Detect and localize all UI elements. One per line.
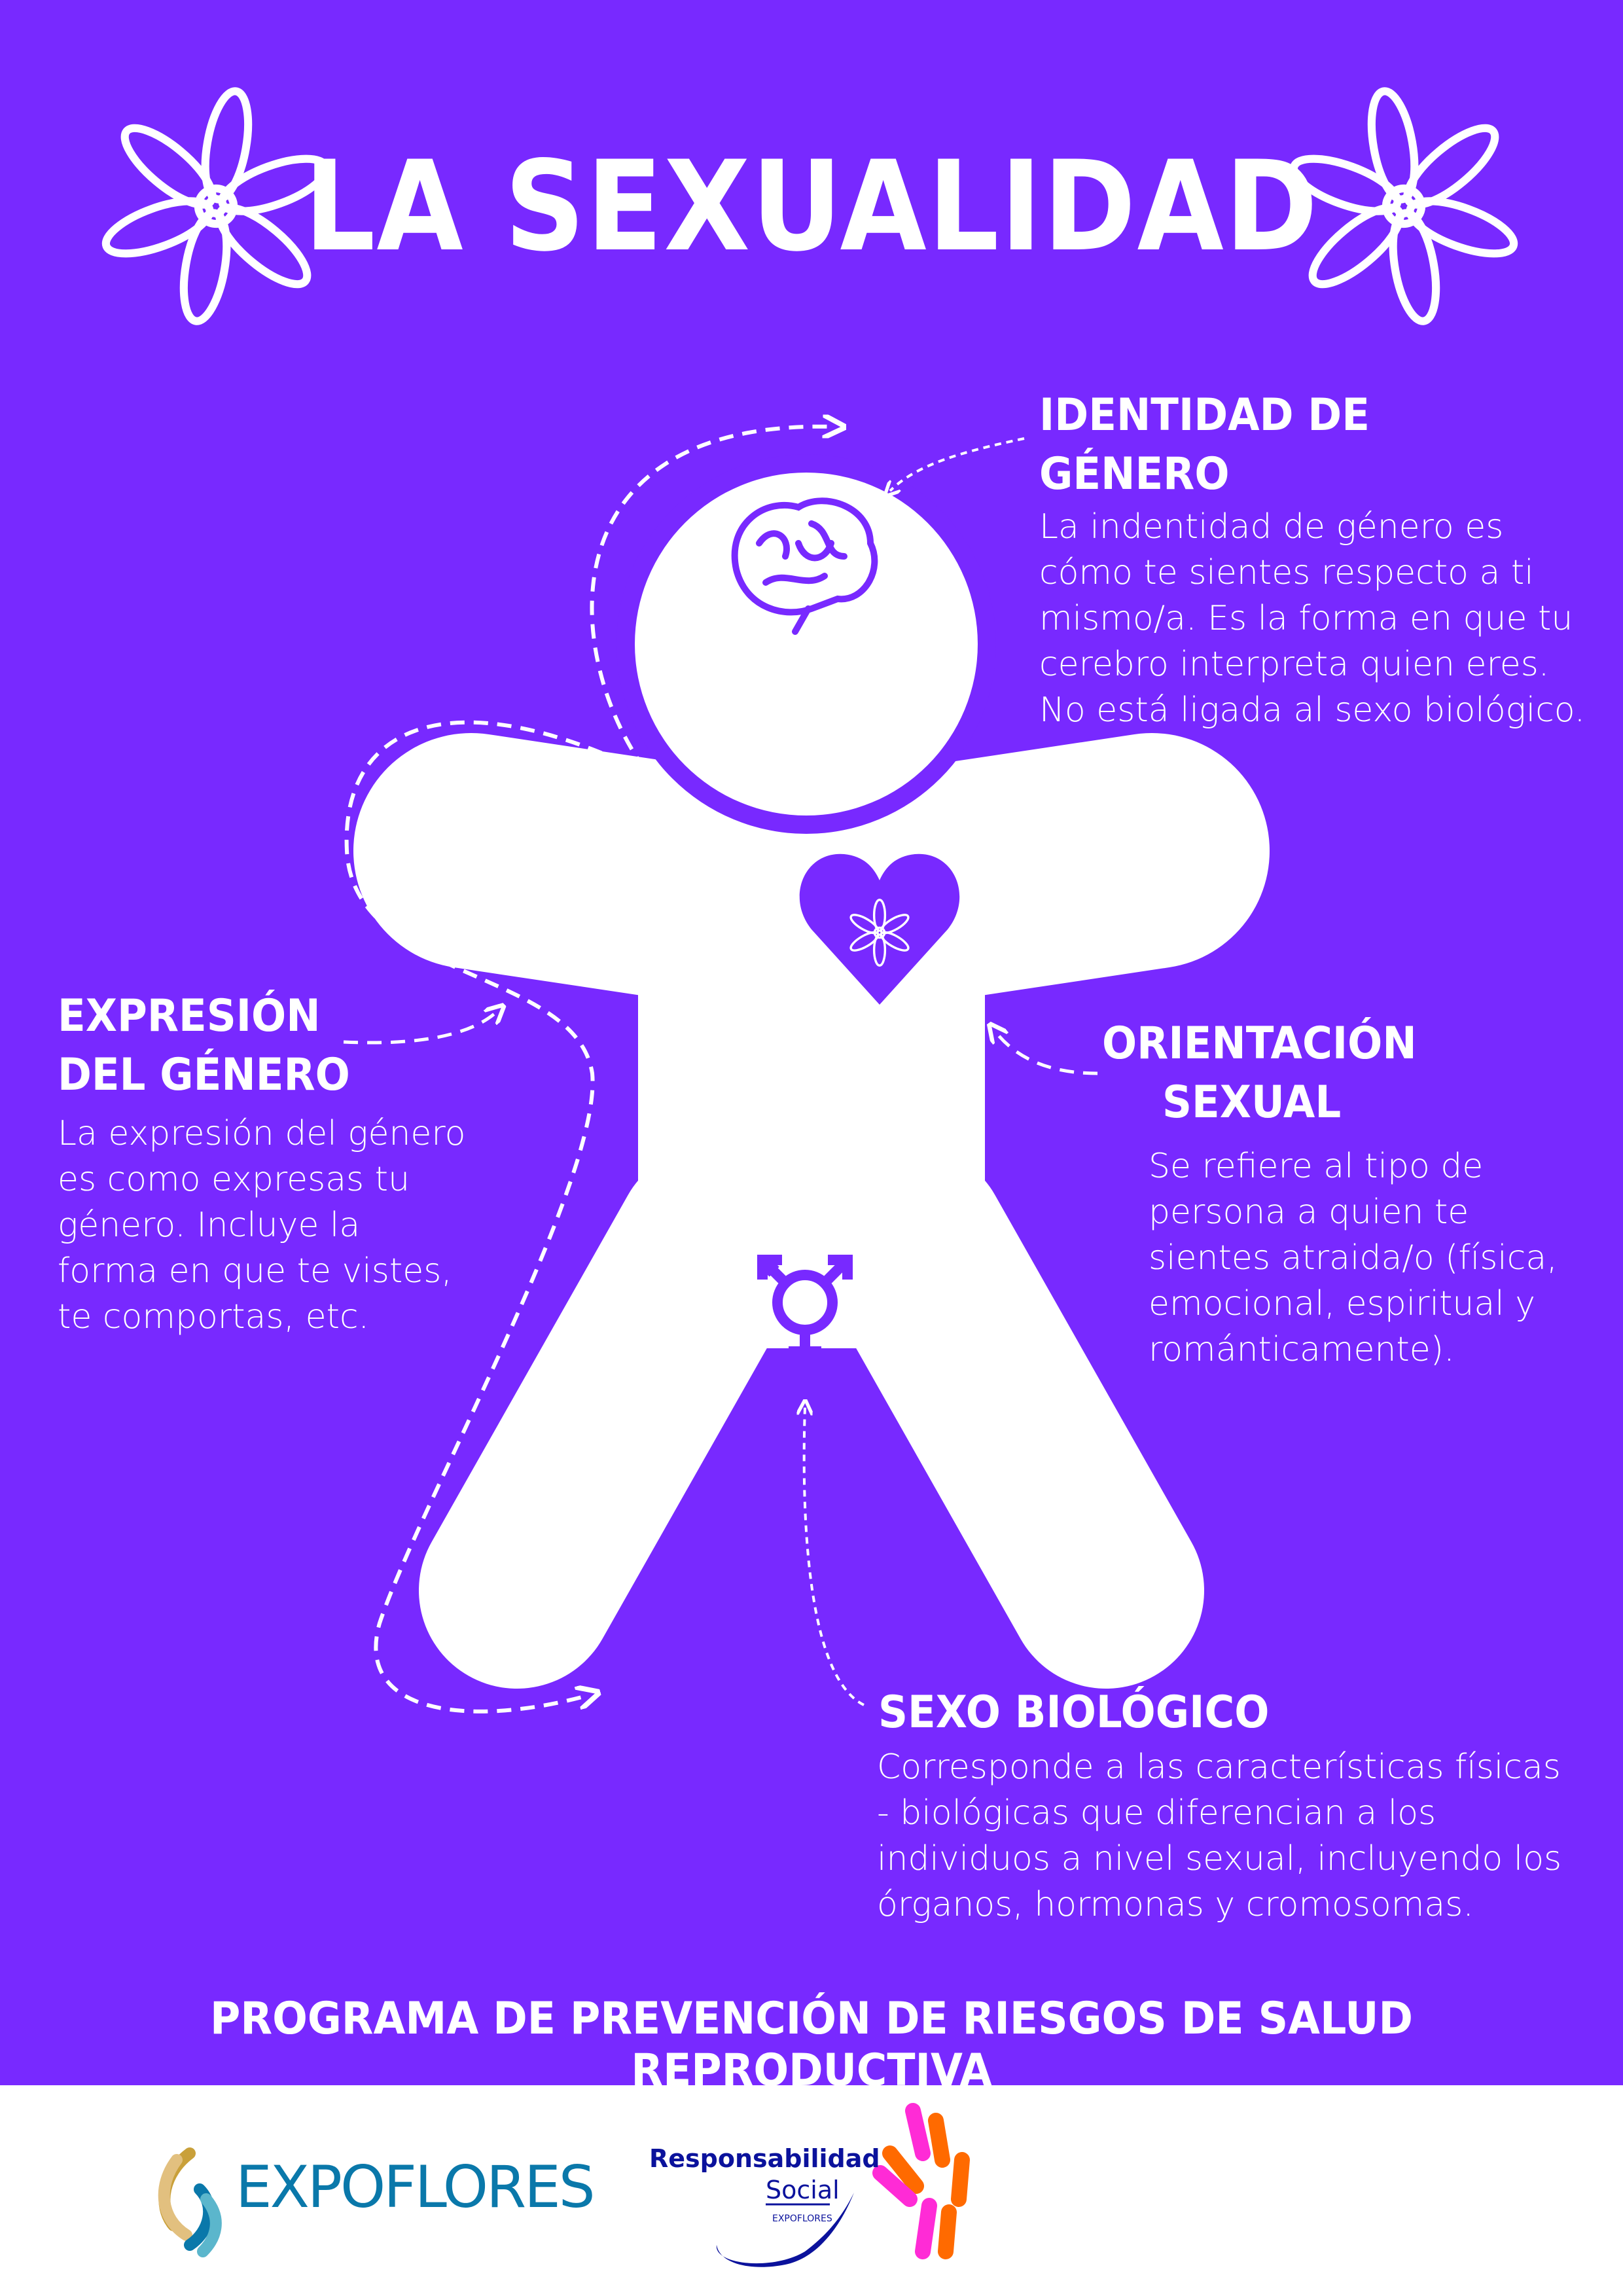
expoflores-logo: EXPOFLORES — [236, 2153, 596, 2221]
orientacion-heading: ORIENTACIÓN SEXUAL — [1102, 1014, 1417, 1132]
body-line: sientes atraida/o (física, — [1149, 1238, 1558, 1278]
footer — [0, 2085, 1623, 2296]
body-line: individuos a nivel sexual, incluyendo lo… — [877, 1839, 1562, 1878]
brain-icon — [731, 497, 878, 635]
rs-hands-logo — [872, 2103, 970, 2259]
expresion-body: La expresión del género es como expresas… — [58, 1111, 465, 1340]
body-line: cómo te sientes respecto a ti — [1039, 553, 1534, 592]
body-line: forma en que te vistes, — [58, 1251, 452, 1291]
heading-line: SEXO BIOLÓGICO — [878, 1687, 1270, 1738]
heading-line: IDENTIDAD DE — [1039, 389, 1370, 441]
body-line: cerebro interpreta quien eres. — [1039, 645, 1550, 684]
body-line: es como expresas tu — [58, 1160, 410, 1199]
body-line: - biológicas que diferencian a los — [877, 1793, 1436, 1833]
heading-line: EXPRESIÓN — [58, 990, 321, 1042]
heading-line: GÉNERO — [1039, 448, 1230, 500]
identidad-heading: IDENTIDAD DE GÉNERO — [1039, 386, 1370, 504]
body-line: órganos, hormonas y cromosomas. — [877, 1885, 1474, 1924]
body-line: Se refiere al tipo de — [1149, 1147, 1484, 1186]
body-line: La indentidad de género es — [1039, 507, 1504, 547]
sexo-body: Corresponde a las características física… — [877, 1744, 1561, 1928]
orientacion-body: Se refiere al tipo de persona a quien te… — [1149, 1143, 1558, 1372]
rs-logo-line1: Responsabilidad — [649, 2144, 880, 2173]
body-line: Corresponde a las características física… — [877, 1748, 1561, 1787]
body-line: La expresión del género — [58, 1114, 466, 1153]
body-line: te comportas, etc. — [58, 1297, 370, 1336]
body-line: género. Incluye la — [58, 1206, 361, 1245]
dashed-arrows — [343, 427, 1098, 1713]
body-silhouette — [353, 454, 1270, 1689]
body-line: románticamente). — [1149, 1330, 1455, 1369]
page-title: LA SEXUALIDAD — [304, 134, 1319, 279]
identidad-body: La indentidad de género es cómo te sient… — [1039, 504, 1585, 733]
heading-line: DEL GÉNERO — [58, 1049, 350, 1101]
body-line: No está ligada al sexo biológico. — [1039, 691, 1586, 730]
rs-logo-line3: EXPOFLORES — [772, 2214, 832, 2224]
rs-logo-line2: Social — [766, 2176, 840, 2204]
body-line: emocional, espiritual y — [1149, 1284, 1535, 1323]
transgender-symbol-icon — [757, 1255, 853, 1368]
sexo-heading: SEXO BIOLÓGICO — [878, 1683, 1269, 1742]
heading-line: ORIENTACIÓN — [1102, 1018, 1417, 1069]
heading-line: SEXUAL — [1162, 1077, 1342, 1128]
heart-flower-icon — [799, 853, 960, 1005]
expresion-heading: EXPRESIÓN DEL GÉNERO — [58, 987, 350, 1105]
body-line: persona a quien te — [1149, 1193, 1469, 1232]
body-line: mismo/a. Es la forma en que tu — [1039, 599, 1573, 638]
